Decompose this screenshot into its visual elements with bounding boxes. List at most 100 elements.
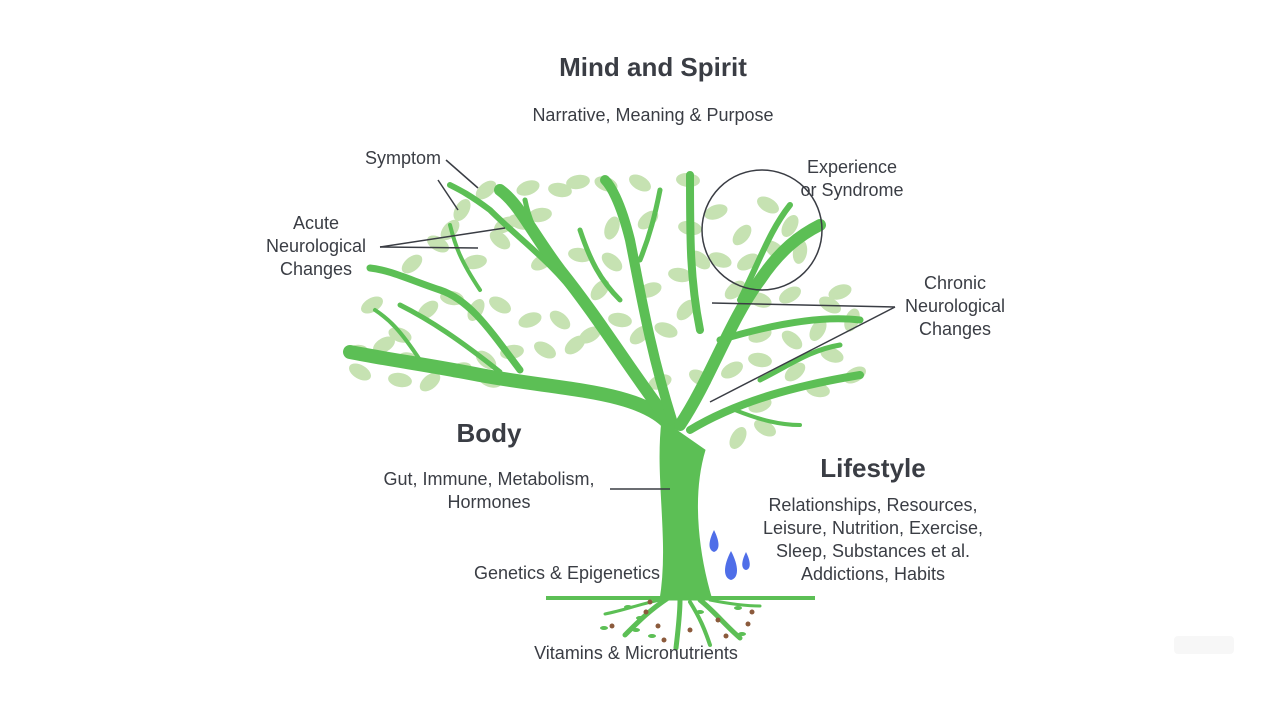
diagram-title: Mind and Spirit bbox=[559, 52, 747, 82]
leaf bbox=[516, 180, 540, 196]
leaf bbox=[629, 174, 651, 192]
diagram-subtitle: Narrative, Meaning & Purpose bbox=[532, 105, 774, 125]
leader-chronic-1 bbox=[711, 302, 896, 308]
label-lifestyle-line: Relationships, Resources, bbox=[768, 495, 978, 515]
leaf bbox=[549, 310, 571, 330]
soil-dot bbox=[655, 623, 661, 629]
leaf-cluster bbox=[344, 172, 866, 449]
branch-small-1 bbox=[522, 197, 558, 273]
branch-small-6 bbox=[448, 223, 482, 292]
label-body-systems: Gut, Immune, Metabolism, Hormones bbox=[383, 468, 594, 514]
branch-small-2 bbox=[577, 227, 623, 303]
sprout-dot bbox=[648, 634, 656, 638]
soil-dot bbox=[749, 609, 755, 615]
leaf bbox=[373, 336, 395, 354]
soil-dot bbox=[715, 617, 721, 623]
leaf bbox=[604, 216, 620, 240]
root-1 bbox=[622, 595, 671, 638]
main-branch-left bbox=[343, 345, 677, 432]
watermark-logo bbox=[1174, 636, 1234, 654]
label-acute-neurological-changes: Acute Neurological Changes bbox=[266, 212, 366, 281]
branch-small-3 bbox=[637, 187, 663, 263]
water-drop-icon bbox=[725, 551, 737, 580]
water-drop-icon bbox=[709, 530, 719, 552]
sprout-dot bbox=[738, 632, 746, 636]
leaf bbox=[475, 180, 497, 200]
leaf bbox=[528, 207, 552, 223]
label-experience-line: Experience bbox=[806, 157, 898, 177]
leaf bbox=[748, 352, 772, 368]
leader-lines bbox=[379, 159, 896, 490]
roots bbox=[603, 595, 762, 651]
label-acute-line: Changes bbox=[279, 259, 353, 279]
label-acute-line: Neurological bbox=[265, 236, 367, 256]
sprout-dot bbox=[632, 628, 640, 632]
label-lifestyle-line: Leisure, Nutrition, Exercise, bbox=[762, 518, 984, 538]
sprout-dot bbox=[696, 610, 704, 614]
leaf bbox=[489, 230, 511, 250]
label-experience-line: or Syndrome bbox=[800, 180, 904, 200]
leader-acute-1 bbox=[379, 227, 506, 248]
water-drops bbox=[709, 530, 750, 580]
label-body-line: Hormones bbox=[447, 492, 531, 512]
leaf bbox=[754, 419, 776, 437]
label-acute-line: Acute bbox=[292, 213, 340, 233]
branch-small-4 bbox=[757, 342, 843, 383]
leaf bbox=[757, 196, 779, 214]
sprout-dot bbox=[624, 605, 632, 609]
soil-dot bbox=[661, 637, 667, 643]
water-drop-icon bbox=[742, 552, 750, 570]
branch-left-upper bbox=[447, 182, 583, 303]
leader-chronic-2 bbox=[709, 306, 896, 403]
label-lifestyle-line: Sleep, Substances et al. bbox=[775, 541, 971, 561]
label-body-line: Gut, Immune, Metabolism, bbox=[383, 469, 595, 489]
soil-dot bbox=[745, 621, 751, 627]
sprout-dot bbox=[636, 616, 644, 620]
soil-dots bbox=[600, 599, 755, 643]
leaf bbox=[676, 299, 696, 321]
branch-top-right bbox=[686, 171, 704, 334]
leaf bbox=[566, 174, 590, 190]
leaf bbox=[534, 341, 556, 359]
branch-small-5 bbox=[733, 408, 802, 427]
leaf bbox=[704, 204, 728, 220]
leaf bbox=[419, 372, 441, 392]
root-2 bbox=[673, 597, 683, 651]
leaf bbox=[779, 286, 801, 304]
leader-acute-2 bbox=[379, 246, 479, 249]
leaf bbox=[518, 312, 542, 328]
leaf bbox=[489, 296, 511, 314]
leaf bbox=[721, 361, 743, 379]
leaf bbox=[708, 252, 732, 268]
branch-left-side bbox=[397, 302, 503, 375]
leaf bbox=[781, 330, 803, 350]
root-5 bbox=[603, 598, 662, 616]
label-vitamins: Vitamins & Micronutrients bbox=[534, 643, 738, 663]
label-lifestyle-factors: Relationships, Resources, Leisure, Nutri… bbox=[763, 494, 983, 586]
leaf bbox=[463, 254, 487, 270]
main-branch-center bbox=[600, 175, 677, 425]
soil-dot bbox=[647, 599, 653, 605]
root-4 bbox=[688, 600, 712, 647]
soil-dot bbox=[687, 627, 693, 633]
leaf bbox=[809, 319, 827, 341]
tree-branches bbox=[343, 171, 864, 601]
soil-dot bbox=[723, 633, 729, 639]
leaf bbox=[401, 254, 423, 274]
leaf bbox=[548, 182, 572, 198]
leaf bbox=[453, 199, 471, 221]
main-branch-right bbox=[674, 219, 826, 431]
trunk bbox=[659, 419, 713, 601]
leaf bbox=[654, 322, 678, 338]
branch-left-mid bbox=[366, 264, 524, 374]
leaf bbox=[608, 312, 632, 328]
leaf bbox=[349, 363, 371, 381]
leaf bbox=[732, 224, 752, 246]
main-branch-center-left bbox=[494, 184, 674, 426]
branch-right-low bbox=[686, 371, 864, 434]
leader-symptom-2 bbox=[437, 179, 459, 211]
label-chronic-line: Changes bbox=[918, 319, 992, 339]
sprout-dot bbox=[734, 606, 742, 610]
root-6 bbox=[708, 598, 762, 608]
